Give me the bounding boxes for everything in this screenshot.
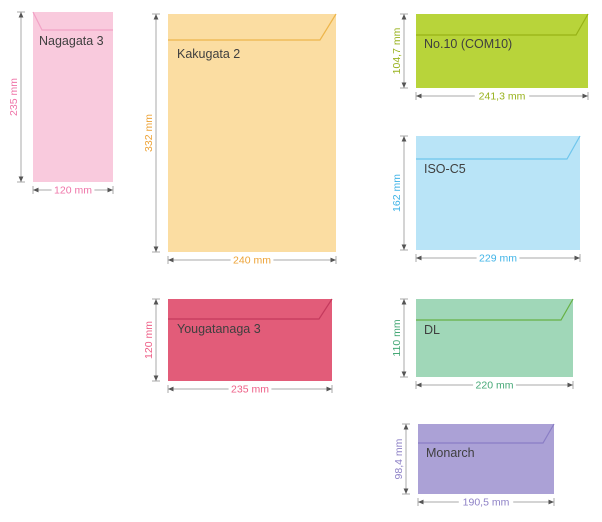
dimension-arrowhead xyxy=(330,257,336,263)
envelope-kakugata-2: Kakugata 2 332 mm 240 mm xyxy=(143,13,337,267)
height-dimension-label: 162 mm xyxy=(391,174,403,212)
envelope-label: Yougatanaga 3 xyxy=(177,322,261,336)
envelope-body xyxy=(168,14,336,252)
envelope-flap xyxy=(418,423,555,444)
dimension-arrowhead xyxy=(107,187,113,193)
dimension-arrowhead xyxy=(567,382,573,388)
dimension-arrowhead xyxy=(33,187,39,193)
envelope-monarch: Monarch 98,4 mm 190,5 mm xyxy=(393,423,555,509)
height-dimension-label: 104,7 mm xyxy=(391,27,403,74)
width-dimension-label: 241,3 mm xyxy=(479,91,526,103)
dimension-arrowhead xyxy=(153,246,159,252)
dimension-arrowhead xyxy=(401,244,407,250)
dimension-arrowhead xyxy=(153,14,159,20)
width-dimension-label: 120 mm xyxy=(54,185,92,197)
envelope-flap xyxy=(32,11,113,31)
envelope-no10-com10: No.10 (COM10) 104,7 mm 241,3 mm xyxy=(391,13,589,103)
envelope-flap xyxy=(168,13,337,41)
dimension-arrowhead xyxy=(401,136,407,142)
envelope-label: ISO-C5 xyxy=(424,162,466,176)
width-dimension-label: 240 mm xyxy=(233,255,271,267)
dimension-arrowhead xyxy=(401,14,407,20)
envelope-label: Monarch xyxy=(426,446,475,460)
dimension-arrowhead xyxy=(168,257,174,263)
envelope-label: DL xyxy=(424,323,440,337)
dimension-arrowhead xyxy=(153,299,159,305)
dimension-arrowhead xyxy=(401,82,407,88)
dimension-arrowhead xyxy=(416,255,422,261)
envelope-body xyxy=(416,136,580,250)
width-dimension-label: 190,5 mm xyxy=(463,497,510,509)
width-dimension-label: 229 mm xyxy=(479,253,517,265)
dimension-arrowhead xyxy=(403,424,409,430)
height-dimension-label: 110 mm xyxy=(391,319,403,356)
dimension-arrowhead xyxy=(574,255,580,261)
envelope-flap xyxy=(416,13,589,36)
dimension-arrowhead xyxy=(548,499,554,505)
height-dimension-label: 120 mm xyxy=(143,321,155,359)
height-dimension-label: 235 mm xyxy=(8,78,20,116)
envelope-flap xyxy=(416,135,581,160)
height-dimension-label: 98,4 mm xyxy=(393,438,405,479)
dimension-arrowhead xyxy=(582,93,588,99)
envelope-body xyxy=(418,424,554,494)
dimension-arrowhead xyxy=(168,386,174,392)
dimension-arrowhead xyxy=(18,176,24,182)
envelope-label: No.10 (COM10) xyxy=(424,37,512,51)
envelope-body xyxy=(416,14,588,88)
width-dimension-label: 220 mm xyxy=(476,380,514,392)
dimension-arrowhead xyxy=(416,93,422,99)
dimension-arrowhead xyxy=(418,499,424,505)
envelope-nagagata-3: Nagagata 3 235 mm 120 mm xyxy=(8,11,114,197)
envelope-dl: DL 110 mm 220 mm xyxy=(391,298,574,392)
dimension-arrowhead xyxy=(401,299,407,305)
envelope-body xyxy=(416,299,573,377)
envelope-flap xyxy=(416,298,574,321)
dimension-arrowhead xyxy=(401,371,407,377)
envelope-yougatanaga-3: Yougatanaga 3 120 mm 235 mm xyxy=(143,298,333,396)
envelope-flap xyxy=(168,298,333,320)
dimension-arrowhead xyxy=(416,382,422,388)
envelope-label: Kakugata 2 xyxy=(177,47,240,61)
dimension-arrowhead xyxy=(153,375,159,381)
dimension-arrowhead xyxy=(18,12,24,18)
dimension-arrowhead xyxy=(403,488,409,494)
envelope-body xyxy=(168,299,332,381)
envelope-label: Nagagata 3 xyxy=(39,34,104,48)
dimension-arrowhead xyxy=(326,386,332,392)
height-dimension-label: 332 mm xyxy=(143,114,155,152)
width-dimension-label: 235 mm xyxy=(231,384,269,396)
envelope-body xyxy=(33,12,113,182)
envelope-iso-c5: ISO-C5 162 mm 229 mm xyxy=(391,135,581,265)
